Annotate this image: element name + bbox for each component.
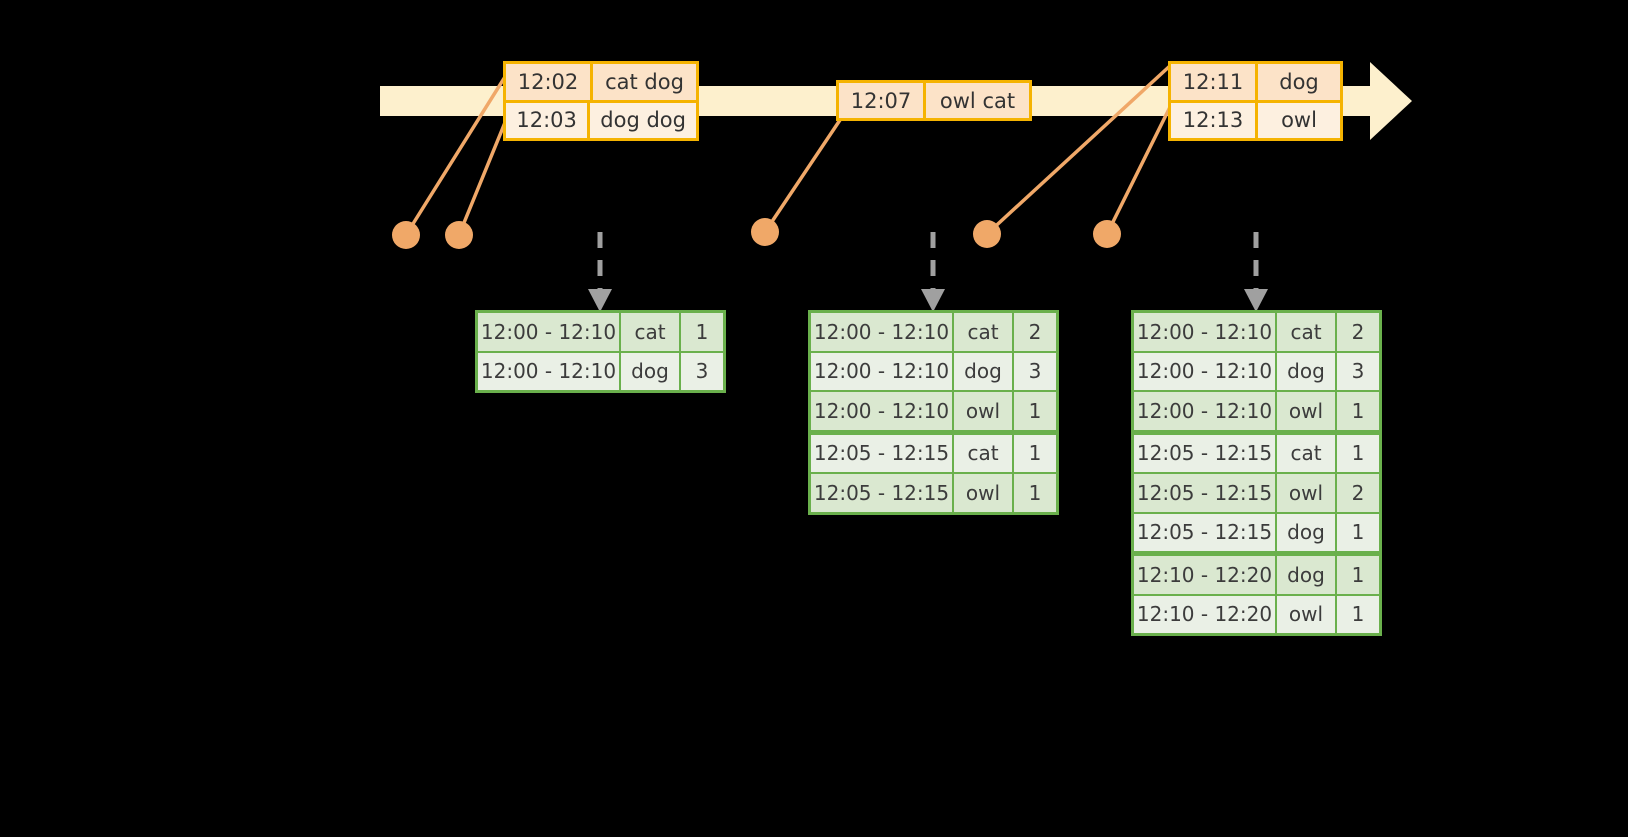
cell-word: owl xyxy=(954,392,1014,430)
connector-lines xyxy=(404,62,1174,237)
dashed-arrow-to-table-3 xyxy=(1244,232,1268,312)
event-row[interactable]: 12:13 owl xyxy=(1171,99,1340,138)
connector-line-3 xyxy=(763,118,842,234)
result-table-1[interactable]: 12:00 - 12:10 cat 1 12:00 - 12:10 dog 3 xyxy=(475,310,726,393)
table-row[interactable]: 12:05 - 12:15 cat 1 xyxy=(1134,429,1379,472)
table-row[interactable]: 12:00 - 12:10 cat 2 xyxy=(811,313,1056,351)
cell-count: 3 xyxy=(1337,352,1379,390)
event-box-3[interactable]: 12:11 dog 12:13 owl xyxy=(1168,61,1343,141)
cell-window: 12:10 - 12:20 xyxy=(1134,556,1277,594)
cell-word: owl xyxy=(1277,392,1337,430)
cell-window: 12:00 - 12:10 xyxy=(811,352,954,390)
cell-word: dog xyxy=(621,352,681,390)
cell-window: 12:05 - 12:15 xyxy=(1134,513,1277,551)
event-box-1[interactable]: 12:02 cat dog 12:03 dog dog xyxy=(503,61,699,141)
connector-dot-2 xyxy=(445,221,473,249)
cell-word: dog xyxy=(1277,513,1337,551)
event-time: 12:07 xyxy=(839,83,926,118)
cell-window: 12:05 - 12:15 xyxy=(1134,434,1277,472)
table-row[interactable]: 12:10 - 12:20 owl 1 xyxy=(1134,593,1379,633)
cell-window: 12:00 - 12:10 xyxy=(811,392,954,430)
event-row[interactable]: 12:11 dog xyxy=(1171,64,1340,100)
cell-window: 12:10 - 12:20 xyxy=(1134,595,1277,633)
cell-word: cat xyxy=(621,313,681,351)
event-text: dog dog xyxy=(590,102,696,138)
dashed-arrow-to-table-1 xyxy=(588,232,612,312)
event-text: owl xyxy=(1258,102,1340,138)
dashed-arrow-to-table-2 xyxy=(921,232,945,312)
cell-window: 12:00 - 12:10 xyxy=(811,313,954,351)
cell-word: cat xyxy=(954,313,1014,351)
connector-line-1 xyxy=(404,62,515,237)
cell-count: 3 xyxy=(1014,352,1056,390)
cell-count: 2 xyxy=(1337,474,1379,512)
cell-word: dog xyxy=(1277,352,1337,390)
cell-word: cat xyxy=(1277,313,1337,351)
table-row[interactable]: 12:00 - 12:10 cat 2 xyxy=(1134,313,1379,351)
cell-count: 1 xyxy=(1337,434,1379,472)
cell-word: owl xyxy=(1277,595,1337,633)
cell-count: 1 xyxy=(1337,556,1379,594)
event-row[interactable]: 12:02 cat dog xyxy=(506,64,696,100)
dashed-arrows xyxy=(588,232,1268,312)
connector-dot-4 xyxy=(973,220,1001,248)
table-row[interactable]: 12:00 - 12:10 dog 3 xyxy=(1134,350,1379,390)
cell-window: 12:00 - 12:10 xyxy=(1134,352,1277,390)
event-box-2[interactable]: 12:07 owl cat xyxy=(836,80,1032,121)
event-time: 12:02 xyxy=(506,64,593,100)
event-time: 12:13 xyxy=(1171,102,1258,138)
cell-window: 12:05 - 12:15 xyxy=(811,434,954,472)
connector-dot-1 xyxy=(392,221,420,249)
cell-window: 12:05 - 12:15 xyxy=(811,474,954,512)
connector-line-4 xyxy=(985,62,1174,236)
cell-count: 2 xyxy=(1337,313,1379,351)
connector-line-5 xyxy=(1105,101,1174,236)
cell-window: 12:00 - 12:10 xyxy=(478,352,621,390)
cell-window: 12:00 - 12:10 xyxy=(1134,313,1277,351)
table-row[interactable]: 12:00 - 12:10 dog 3 xyxy=(478,350,723,390)
table-row[interactable]: 12:05 - 12:15 owl 1 xyxy=(811,472,1056,512)
cell-count: 1 xyxy=(1337,513,1379,551)
cell-word: dog xyxy=(1277,556,1337,594)
event-text: cat dog xyxy=(593,64,696,100)
table-row[interactable]: 12:00 - 12:10 owl 1 xyxy=(811,390,1056,430)
connector-dot-3 xyxy=(751,218,779,246)
cell-count: 1 xyxy=(1337,392,1379,430)
connector-dot-5 xyxy=(1093,220,1121,248)
result-table-3[interactable]: 12:00 - 12:10 cat 2 12:00 - 12:10 dog 3 … xyxy=(1131,310,1382,636)
cell-word: dog xyxy=(954,352,1014,390)
cell-word: owl xyxy=(954,474,1014,512)
cell-word: cat xyxy=(1277,434,1337,472)
event-time: 12:03 xyxy=(506,102,591,138)
cell-count: 3 xyxy=(681,352,723,390)
result-table-2[interactable]: 12:00 - 12:10 cat 2 12:00 - 12:10 dog 3 … xyxy=(808,310,1059,515)
connector-dots xyxy=(392,218,1121,249)
event-text: owl cat xyxy=(926,83,1029,118)
table-row[interactable]: 12:10 - 12:20 dog 1 xyxy=(1134,551,1379,594)
cell-count: 1 xyxy=(681,313,723,351)
cell-window: 12:05 - 12:15 xyxy=(1134,474,1277,512)
table-row[interactable]: 12:05 - 12:15 dog 1 xyxy=(1134,511,1379,551)
table-row[interactable]: 12:00 - 12:10 dog 3 xyxy=(811,350,1056,390)
event-text: dog xyxy=(1258,64,1340,100)
cell-word: cat xyxy=(954,434,1014,472)
cell-count: 1 xyxy=(1014,434,1056,472)
cell-count: 1 xyxy=(1014,474,1056,512)
cell-count: 1 xyxy=(1014,392,1056,430)
table-row[interactable]: 12:00 - 12:10 owl 1 xyxy=(1134,390,1379,430)
cell-word: owl xyxy=(1277,474,1337,512)
event-time: 12:11 xyxy=(1171,64,1258,100)
table-row[interactable]: 12:05 - 12:15 owl 2 xyxy=(1134,472,1379,512)
table-row[interactable]: 12:00 - 12:10 cat 1 xyxy=(478,313,723,351)
table-row[interactable]: 12:05 - 12:15 cat 1 xyxy=(811,429,1056,472)
event-row[interactable]: 12:07 owl cat xyxy=(839,83,1029,118)
cell-window: 12:00 - 12:10 xyxy=(478,313,621,351)
cell-count: 1 xyxy=(1337,595,1379,633)
cell-count: 2 xyxy=(1014,313,1056,351)
cell-window: 12:00 - 12:10 xyxy=(1134,392,1277,430)
event-row[interactable]: 12:03 dog dog xyxy=(506,99,696,138)
